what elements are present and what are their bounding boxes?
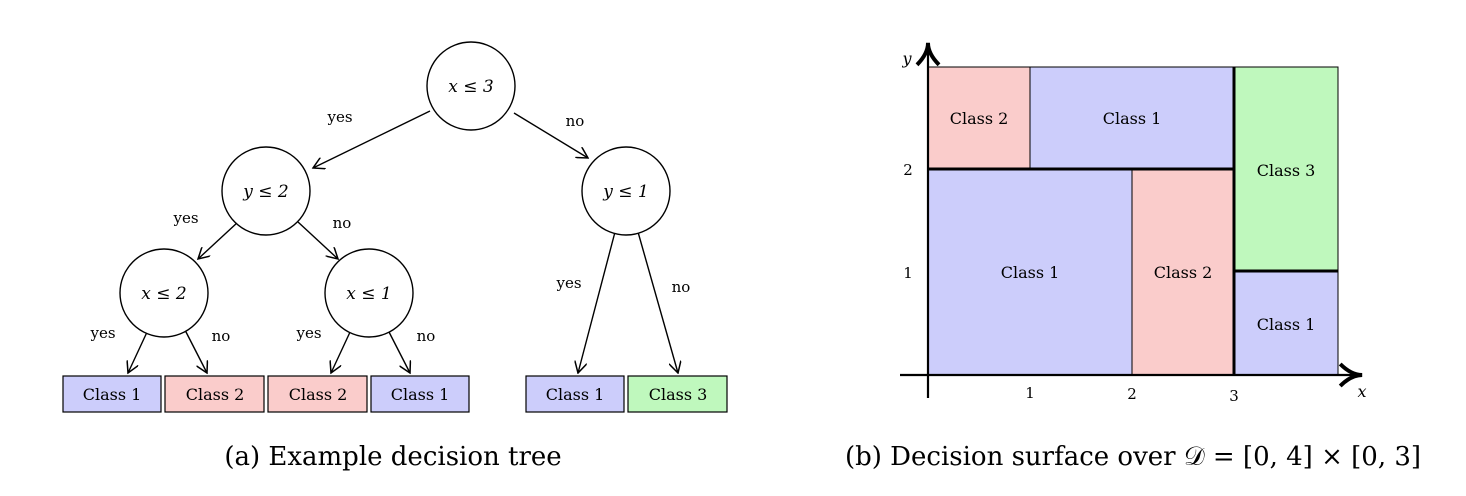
region-class1 [1233,270,1339,376]
y-tick-label: 1 [903,264,913,282]
tree-node-left-left: x ≤ 2 [119,248,209,338]
caption-b-math: 𝒟 = [0, 4] × [0, 3] [1184,442,1421,472]
surface-regions [927,66,1339,376]
tree-leaf: Class 2 [164,375,265,413]
edge-label-left-no: no [333,214,352,232]
region-class3 [1233,66,1339,272]
leaf-box-class1 [525,375,625,413]
decision-tree: x ≤ 3 y ≤ 2 y ≤ 1 x ≤ 2 x ≤ 1 yes no yes… [62,41,728,472]
edge-label-lr-no: no [417,327,436,345]
edge-left-ll [198,221,239,259]
edge-label-lr-yes: yes [295,324,321,342]
edge-label-right-yes: yes [555,274,581,292]
tree-edges [128,110,678,373]
leaf-box-class1 [62,375,162,413]
tree-leaf: Class 1 [62,375,162,413]
leaf-label: Class 1 [83,385,142,404]
leaf-label: Class 1 [391,385,450,404]
region-label: Class 3 [1257,161,1316,180]
tree-node-left: y ≤ 2 [221,146,311,236]
edge-label-ll-no: no [212,327,231,345]
region-label: Class 2 [1154,263,1213,282]
node-label: x ≤ 3 [448,77,493,97]
leaf-box-class3 [627,375,728,413]
tree-node-left-right: x ≤ 1 [324,248,414,338]
node-label: y ≤ 1 [602,182,648,202]
tree-leaves: Class 1 Class 2 Class 2 Class 1 Class 1 … [62,375,728,413]
y-tick-label: 2 [903,161,913,179]
tree-leaf: Class 3 [627,375,728,413]
decision-surface: Class 2 Class 1 Class 1 Class 2 Class 3 … [845,42,1421,472]
leaf-label: Class 2 [289,385,348,404]
x-ticks: 1 2 3 [1025,384,1239,405]
node-label: y ≤ 2 [242,182,288,202]
tree-leaf: Class 1 [525,375,625,413]
split-lines [928,67,1338,375]
y-axis-label: y [901,49,912,68]
edge-label-ll-yes: yes [89,324,115,342]
x-tick-label: 2 [1127,385,1137,403]
leaf-label: Class 3 [649,385,708,404]
leaf-label: Class 1 [546,385,605,404]
node-label: x ≤ 2 [141,284,186,304]
edge-label-root-yes: yes [326,108,352,126]
region-label: Class 2 [950,109,1009,128]
y-ticks: 1 2 [903,161,913,282]
region-label: Class 1 [1001,263,1060,282]
tree-node-root: x ≤ 3 [426,41,516,131]
tree-leaf: Class 1 [370,375,470,413]
region-label: Class 1 [1257,315,1316,334]
leaf-label: Class 2 [186,385,245,404]
tree-node-right: y ≤ 1 [581,146,671,236]
edge-label-left-yes: yes [172,209,198,227]
edge-right-leaf6 [637,231,678,373]
region-label: Class 1 [1103,109,1162,128]
region-class2 [1131,168,1235,376]
region-class1 [927,168,1133,376]
caption-b-prefix: (b) Decision surface over [845,442,1184,472]
edge-root-right [513,112,588,158]
caption-b: (b) Decision surface over 𝒟 = [0, 4] × [… [845,442,1421,472]
edge-ll-leaf1 [128,329,149,373]
x-tick-label: 1 [1025,384,1035,402]
x-axis-label: x [1357,382,1366,401]
edge-root-left [313,110,431,168]
axes [900,42,1363,398]
leaf-box-class1 [370,375,470,413]
region-class1 [1029,66,1235,170]
leaf-box-class2 [164,375,265,413]
tree-leaf: Class 2 [267,375,368,413]
edge-lr-leaf3 [331,329,352,373]
edge-label-root-no: no [566,112,585,130]
region-labels: Class 2 Class 1 Class 1 Class 2 Class 3 … [950,109,1316,334]
edge-labels: yes no yes no yes no yes no yes no [89,108,690,345]
edge-right-leaf5 [578,231,616,373]
edge-label-right-no: no [672,278,691,296]
leaf-box-class2 [267,375,368,413]
region-class2 [927,66,1031,170]
edge-ll-leaf2 [184,329,207,373]
edge-lr-leaf4 [387,329,410,373]
node-label: x ≤ 1 [346,284,391,304]
x-tick-label: 3 [1229,387,1239,405]
caption-a: (a) Example decision tree [224,442,561,472]
edge-left-lr [297,221,338,259]
